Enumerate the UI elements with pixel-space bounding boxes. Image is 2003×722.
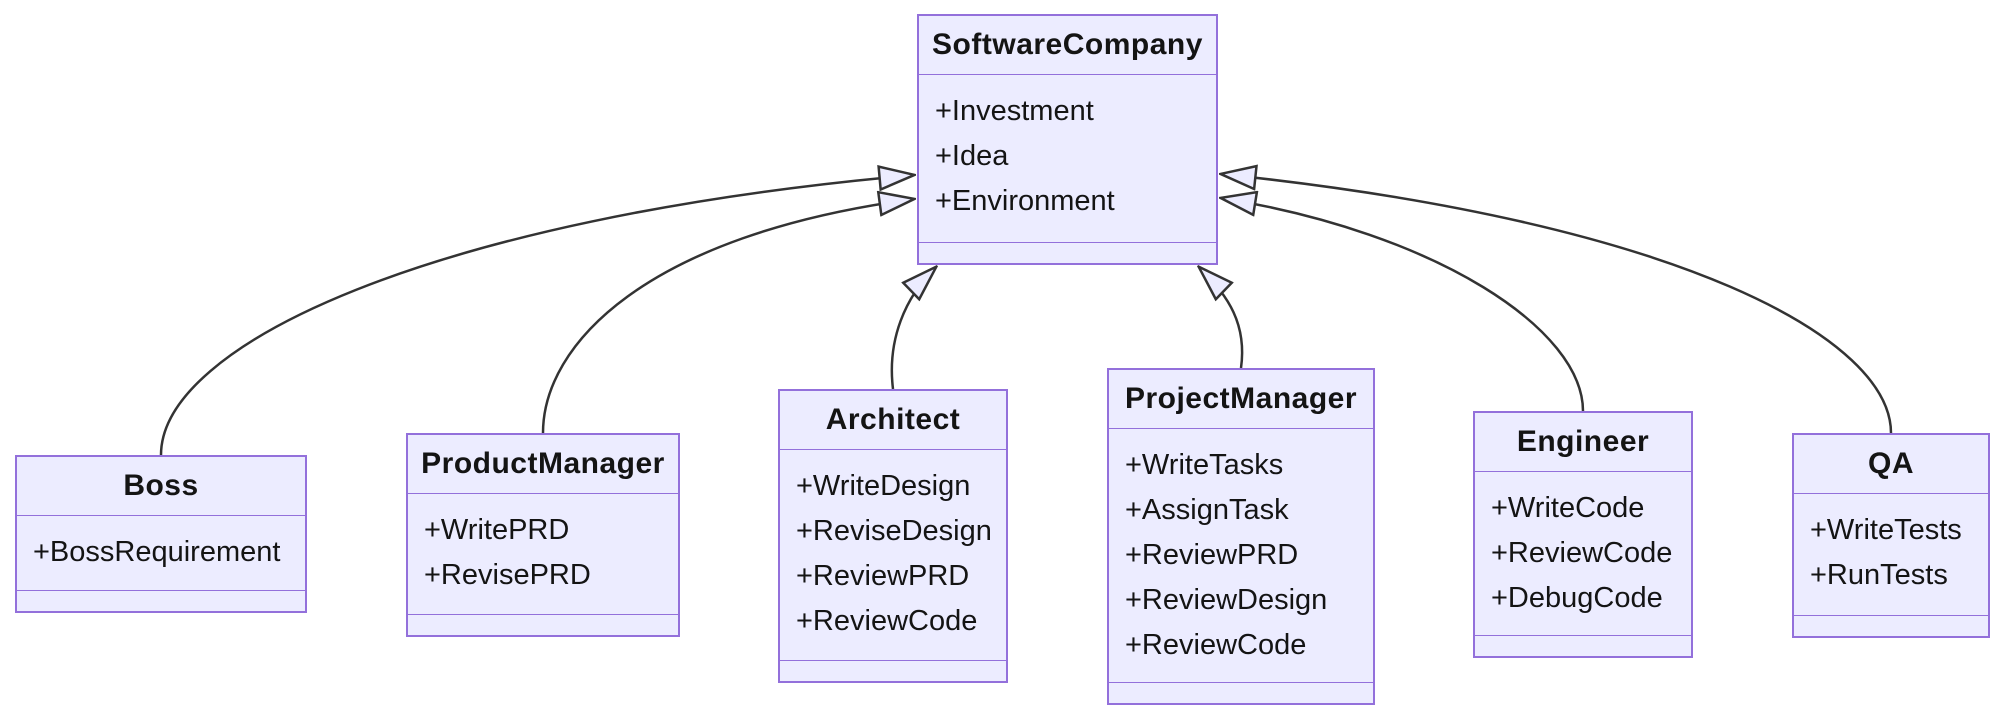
class-name: SoftwareCompany [919,16,1216,75]
class-attribute-list: +WriteTasks +AssignTask +ReviewPRD +ReviewD… [1109,429,1373,683]
class-attribute: +ReviewCode [1125,629,1307,661]
class-methods-empty-compartment [408,615,678,635]
uml-class-qa[interactable]: QA +WriteTests +RunTests [1792,433,1990,638]
inheritance-edge-qa-to-softwarecompany [1221,174,1893,434]
class-attribute: +WriteTasks [1125,449,1284,481]
inheritance-edge-architect-to-softwarecompany [890,267,936,390]
uml-class-productmanager[interactable]: ProductManager +WritePRD +RevisePRD [406,433,680,637]
class-attribute: +AssignTask [1125,494,1289,526]
class-attribute: +ReviewDesign [1125,584,1328,616]
uml-class-architect[interactable]: Architect +WriteDesign +ReviseDesign +Revi… [778,389,1008,683]
class-name: QA [1794,435,1988,494]
class-attribute: +ReviewPRD [1125,539,1299,571]
class-attribute: +WriteDesign [796,470,971,502]
class-name: Architect [780,391,1006,450]
class-attribute: +BossRequirement [33,536,281,568]
class-attribute-list: +WriteCode +ReviewCode +DebugCode [1475,472,1691,636]
class-name: Engineer [1475,413,1691,472]
class-attribute: +Investment [935,95,1094,127]
uml-class-engineer[interactable]: Engineer +WriteCode +ReviewCode +DebugCode [1473,411,1693,658]
class-attribute: +RevisePRD [424,559,591,591]
class-attribute-list: +WritePRD +RevisePRD [408,494,678,615]
class-attribute-list: +WriteTests +RunTests [1794,494,1988,616]
class-attribute: +WritePRD [424,514,570,546]
class-attribute: +DebugCode [1491,582,1663,614]
uml-class-boss[interactable]: Boss +BossRequirement [15,455,307,613]
class-attribute: +ReviewCode [796,605,978,637]
class-attribute: +ReviseDesign [796,515,992,547]
class-name: ProductManager [408,435,678,494]
uml-class-softwarecompany[interactable]: SoftwareCompany +Investment +Idea +Environ… [917,14,1218,265]
class-attribute: +Environment [935,185,1115,217]
class-attribute: +ReviewCode [1491,537,1673,569]
uml-class-projectmanager[interactable]: ProjectManager +WriteTasks +AssignTask +Re… [1107,368,1375,705]
class-methods-empty-compartment [919,243,1216,263]
class-attribute: +WriteTests [1810,514,1962,546]
class-attribute: +RunTests [1810,559,1948,591]
class-attribute-list: +BossRequirement [17,516,305,591]
class-methods-empty-compartment [780,661,1006,681]
class-attribute: +Idea [935,140,1009,172]
class-attribute: +ReviewPRD [796,560,970,592]
inheritance-edge-boss-to-softwarecompany [159,175,914,456]
class-attribute-list: +WriteDesign +ReviseDesign +ReviewPRD +Revi… [780,450,1006,661]
class-methods-empty-compartment [1794,616,1988,636]
class-methods-empty-compartment [1109,683,1373,703]
class-attribute-list: +Investment +Idea +Environment [919,75,1216,243]
inheritance-edge-projectmanager-to-softwarecompany [1199,267,1244,369]
inheritance-edge-engineer-to-softwarecompany [1221,198,1585,412]
inheritance-edge-productmanager-to-softwarecompany [541,199,914,434]
class-attribute: +WriteCode [1491,492,1645,524]
class-methods-empty-compartment [1475,636,1691,656]
class-name: ProjectManager [1109,370,1373,429]
class-name: Boss [17,457,305,516]
class-methods-empty-compartment [17,591,305,611]
